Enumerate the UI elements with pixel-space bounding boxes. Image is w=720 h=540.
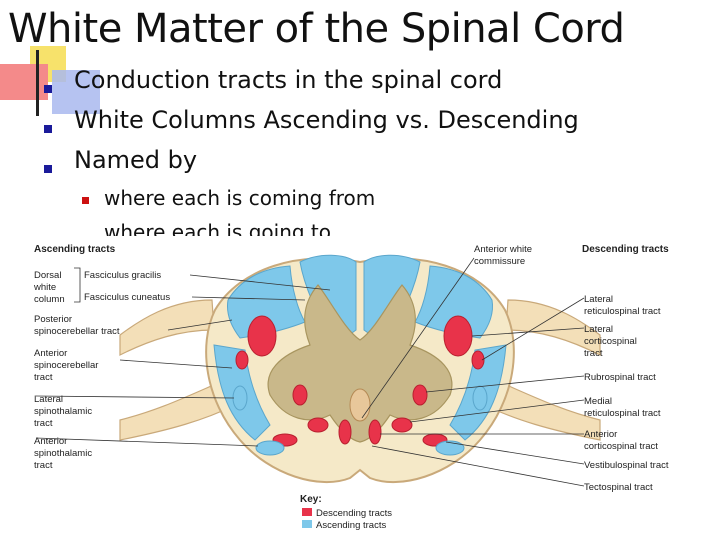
lateral-spinothalamic-label-3: tract (34, 418, 53, 429)
dorsal-white-column-label-2: white (33, 282, 56, 293)
anterior-corticospinal-label-2: corticospinal tract (584, 441, 658, 452)
descending-tract-areas (235, 315, 485, 447)
anterior-spinocerebellar-label-1: Anterior (34, 348, 67, 359)
anterior-spinothalamic-label-2: spinothalamic (34, 448, 92, 459)
lateral-corticospinal-label-1: Lateral (584, 324, 613, 335)
fasciculus-gracilis-label: Fasciculus gracilis (84, 270, 161, 281)
lateral-corticospinal-label-3: tract (584, 348, 603, 359)
posterior-spinocerebellar-label-2: spinocerebellar tract (34, 326, 120, 337)
medial-reticulospinal-label-2: reticulospinal tract (584, 408, 661, 419)
bullet-marker (44, 125, 52, 133)
anterior-corticospinal-label-1: Anterior (584, 429, 617, 440)
deco-bar-black (36, 50, 39, 116)
anterior-white-commissure-label-2: commissure (474, 256, 525, 267)
legend-swatch-ascending (302, 520, 312, 528)
legend-title: Key: (300, 494, 322, 505)
legend-label-descending: Descending tracts (316, 508, 392, 519)
gray-matter (267, 284, 453, 443)
medial-reticulospinal-label-1: Medial (584, 396, 612, 407)
lateral-spinothalamic-label-1: Lateral (34, 394, 63, 405)
bullet-marker (44, 165, 52, 173)
dorsal-white-column-label-1: Dorsal (34, 270, 61, 281)
legend-swatch-descending (302, 508, 312, 516)
legend-label-ascending: Ascending tracts (316, 520, 386, 531)
sub-bullet-text-1: where each is coming from (104, 186, 376, 210)
spinal-cord-diagram: Ascending tracts Dorsal white column Fas… (0, 236, 720, 540)
sub-bullet-marker (82, 197, 89, 204)
bullet-text-1: Conduction tracts in the spinal cord (74, 66, 503, 94)
bullet-text-3: Named by (74, 146, 198, 174)
vestibulospinal-label: Vestibulospinal tract (584, 460, 669, 471)
anterior-white-commissure-label-1: Anterior white (474, 244, 532, 255)
bullet-marker (44, 85, 52, 93)
anterior-spinocerebellar-label-3: tract (34, 372, 53, 383)
deco-square-blue (52, 70, 100, 114)
anterior-spinothalamic-label-1: Anterior (34, 436, 67, 447)
bullet-text-2: White Columns Ascending vs. Descending (74, 106, 579, 134)
anterior-spinothalamic-label-3: tract (34, 460, 53, 471)
lateral-corticospinal-label-2: corticospinal (584, 336, 637, 347)
ascending-heading: Ascending tracts (34, 244, 116, 255)
fasciculus-cuneatus-label: Fasciculus cuneatus (84, 292, 170, 303)
legend: Key: Descending tracts Ascending tracts (300, 494, 392, 531)
page-title: White Matter of the Spinal Cord (8, 6, 625, 52)
lateral-reticulospinal-label-2: reticulospinal tract (584, 306, 661, 317)
descending-heading: Descending tracts (582, 244, 669, 255)
dorsal-white-column-label-3: column (34, 294, 65, 305)
anterior-spinocerebellar-label-2: spinocerebellar (34, 360, 98, 371)
lateral-spinothalamic-label-2: spinothalamic (34, 406, 92, 417)
deco-square-red (0, 64, 48, 100)
posterior-spinocerebellar-label-1: Posterior (34, 314, 72, 325)
tectospinal-label: Tectospinal tract (584, 482, 653, 493)
lateral-reticulospinal-label-1: Lateral (584, 294, 613, 305)
rubrospinal-label: Rubrospinal tract (584, 372, 656, 383)
nerve-roots (119, 299, 601, 441)
